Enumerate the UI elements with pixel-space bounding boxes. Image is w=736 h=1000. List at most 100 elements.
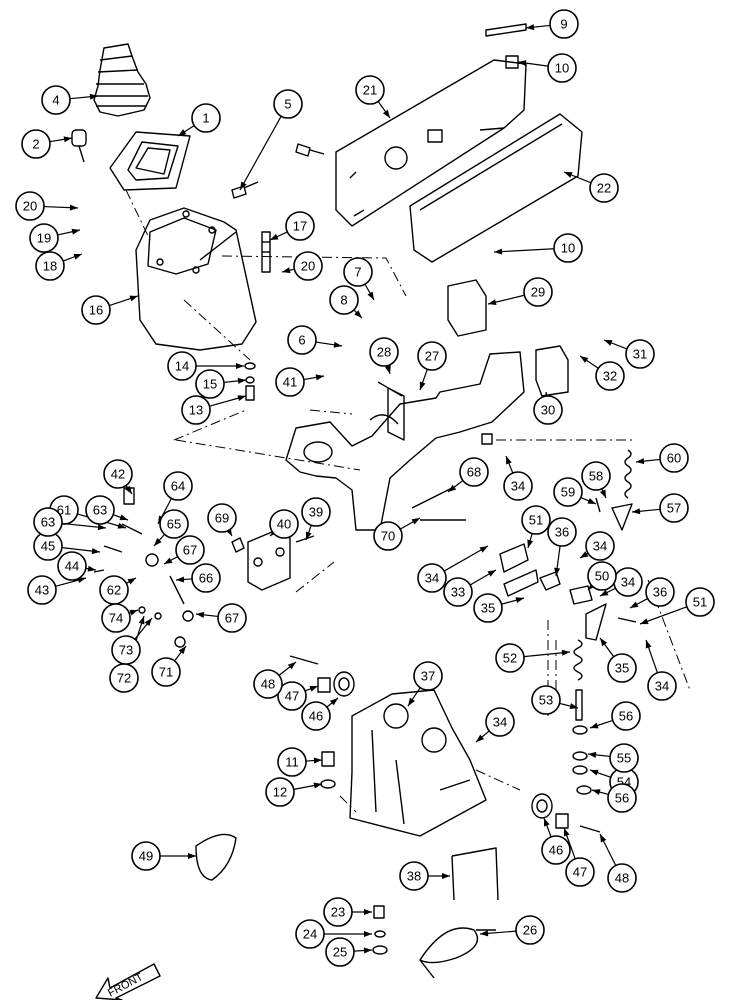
leader-arrowhead — [73, 254, 82, 260]
leader-arrowhead — [487, 570, 496, 577]
callout-31: 31 — [603, 339, 655, 369]
callout-57: 57 — [631, 493, 689, 523]
callout-number: 51 — [693, 595, 707, 610]
leader-arrowhead — [488, 299, 497, 306]
leader-arrowhead — [411, 518, 420, 525]
callout-bubble — [611, 701, 641, 731]
callout-9: 9 — [525, 9, 579, 39]
leader-arrowhead — [129, 295, 138, 302]
part-block-29 — [447, 279, 487, 337]
callout-bubble — [553, 477, 583, 507]
callout-bubble — [609, 743, 639, 773]
callout-number: 7 — [354, 265, 361, 280]
callout-number: 39 — [309, 505, 323, 520]
callout-bubble — [15, 191, 45, 221]
part-boot — [93, 43, 151, 117]
leader-arrowhead — [442, 873, 450, 879]
callout-bubble — [41, 85, 71, 115]
leader-arrowhead — [632, 508, 641, 515]
leader-arrowhead — [590, 769, 599, 776]
callout-73: 73 — [111, 617, 153, 665]
callout-18: 18 — [35, 251, 83, 281]
leader-arrowhead — [188, 853, 196, 859]
part-panel-21 — [335, 59, 527, 227]
callout-55: 55 — [587, 743, 639, 773]
callout-number: 34 — [425, 571, 439, 586]
part-ubolt-38 — [451, 847, 499, 901]
leader-arrowhead — [364, 931, 372, 937]
callout-number: 53 — [539, 693, 553, 708]
callout-number: 46 — [309, 709, 323, 724]
leader-arrowhead — [305, 531, 312, 540]
leader-arrowhead — [494, 248, 503, 255]
leader-arrowhead — [587, 498, 596, 504]
callout-number: 34 — [511, 479, 525, 494]
callout-number: 56 — [619, 709, 633, 724]
callout-bubble — [293, 251, 323, 281]
part-linkage-left — [93, 487, 315, 648]
leader-arrowhead — [515, 597, 524, 604]
leader-arrowhead — [636, 458, 645, 465]
leader-arrowhead — [144, 618, 152, 627]
callout-32: 32 — [579, 355, 625, 391]
callout-bubble — [159, 509, 189, 539]
callout-bubble — [565, 857, 595, 887]
callout-6: 6 — [287, 325, 343, 355]
callout-71: 71 — [151, 645, 187, 687]
callout-bubble — [369, 337, 399, 367]
callout-number: 9 — [560, 17, 567, 32]
callout-15: 15 — [195, 369, 247, 399]
callout-bubble — [253, 669, 283, 699]
callout-bubble — [207, 503, 237, 533]
part-bolt-11 — [320, 751, 336, 789]
callout-bubble — [607, 653, 637, 683]
callout-number: 67 — [183, 543, 197, 558]
callout-bubble — [585, 531, 615, 561]
callout-number: 48 — [261, 677, 275, 692]
callout-number: 60 — [667, 451, 681, 466]
callout-56b: 56 — [591, 783, 637, 813]
part-linkage-right — [499, 543, 637, 641]
callout-number: 45 — [41, 539, 55, 554]
leader-arrowhead — [600, 834, 607, 843]
leader-arrowhead — [237, 377, 246, 384]
callout-47: 47 — [277, 681, 319, 711]
callout-bubble — [21, 129, 51, 159]
callout-1: 1 — [177, 103, 221, 137]
callout-bubble — [533, 395, 563, 425]
callout-34: 34 — [503, 455, 533, 501]
callout-41: 41 — [275, 367, 325, 397]
part-springs — [573, 449, 633, 721]
callout-number: 15 — [203, 377, 217, 392]
callout-number: 21 — [363, 83, 377, 98]
leader-arrowhead — [236, 363, 244, 369]
callout-number: 24 — [303, 927, 317, 942]
part-bracket-40 — [247, 531, 291, 591]
callout-40: 40 — [269, 509, 299, 539]
callout-number: 16 — [89, 303, 103, 318]
callout-number: 18 — [43, 259, 57, 274]
callout-bubble — [547, 53, 577, 83]
callout-35: 35 — [473, 593, 525, 623]
leader-arrowhead — [313, 757, 322, 764]
callout-number: 22 — [597, 181, 611, 196]
part-stud-17 — [261, 231, 271, 273]
callout-bubble — [685, 587, 715, 617]
callout-bubble — [417, 563, 447, 593]
callout-bubble — [595, 361, 625, 391]
callout-bubble — [581, 461, 611, 491]
callout-44: 44 — [57, 551, 97, 581]
leader-arrowhead — [604, 340, 613, 346]
leader-line — [493, 248, 555, 253]
callout-bubble — [163, 471, 193, 501]
callout-bubble — [607, 863, 637, 893]
callout-number: 36 — [653, 585, 667, 600]
callout-number: 10 — [555, 61, 569, 76]
callout-number: 34 — [493, 715, 507, 730]
leader-arrowhead — [600, 589, 609, 596]
leader-arrowhead — [569, 703, 578, 709]
leader-arrowhead — [97, 524, 106, 531]
callout-51b: 51 — [639, 587, 715, 625]
callout-number: 63 — [93, 503, 107, 518]
